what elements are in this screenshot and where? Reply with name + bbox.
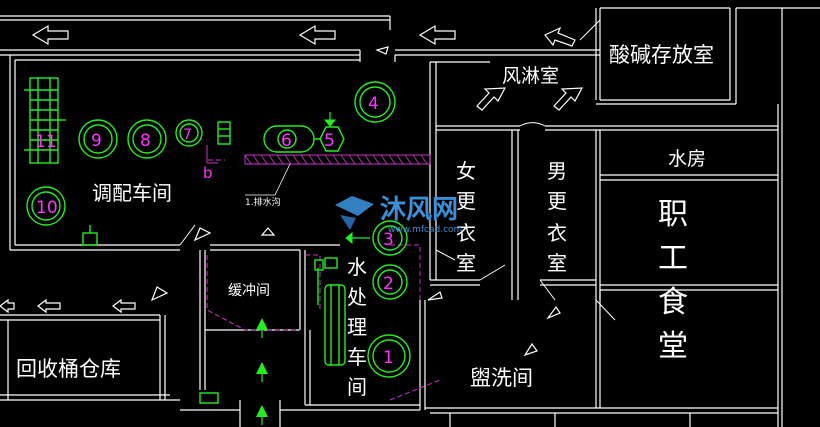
equipment-number-7: 7 [183,127,192,143]
watermark-url: www.mfcad.com [388,225,462,235]
nan-genyi-char: 衣 [547,221,567,245]
green-arrow-1 [256,318,268,330]
room-label-shuichuli: 水 处 理 车 间 [347,255,367,399]
nan-genyi-char: 室 [547,251,567,275]
arrow-small-6 [427,291,443,301]
tank-3 [372,220,408,256]
watermark-logo [335,196,374,230]
green-arrow-2 [256,362,268,374]
marker-b-leader [206,150,218,164]
arrow-up-white [260,227,276,236]
equipment-number-9: 9 [91,131,102,151]
equipment-number-1: 1 [383,348,394,368]
tank-9 [78,119,118,159]
room-label-suanjian: 酸碱存放室 [609,43,714,67]
nan-genyi-char: 更 [547,189,567,213]
zhigong-char: 堂 [658,329,688,364]
arrow-left-5 [37,298,61,314]
watermark: 沐风网 www.mfcad.com [335,195,462,235]
nv-genyi-char: 更 [456,189,476,213]
equipment-number-4: 4 [368,94,379,114]
nv-genyi-char: 衣 [456,221,476,245]
unit-5 [319,126,345,152]
equipment-number-8: 8 [140,131,151,151]
room-label-guanxi: 盥洗间 [470,366,533,390]
room-label-nan-genyi: 男 更 衣 室 [547,159,567,275]
arrow-left-3 [418,24,456,46]
room-label-tiaopei: 调配车间 [92,181,172,205]
nv-genyi-char: 女 [456,159,476,183]
arrow-small-1 [375,46,389,55]
arrow-left-6 [112,298,136,314]
equipment-number-3: 3 [383,230,394,250]
zhigong-char: 工 [658,241,688,276]
room-label-shuifang: 水房 [668,148,706,170]
flow-arrows [0,24,584,357]
tank-7 [175,119,203,147]
arrow-left-4 [0,298,15,314]
arrow-up-right-2 [553,87,584,111]
arrow-small-5 [523,342,538,357]
equipment-number-10: 10 [36,198,58,218]
tank-4 [354,81,396,123]
equipment-number-11: 11 [35,132,57,152]
nv-genyi-char: 室 [456,251,476,275]
zhigong-char: 职 [658,197,688,232]
watermark-main: 沐风网 [380,195,458,225]
equipment-number-2: 2 [383,274,394,294]
arrow-up-right-1 [476,87,507,111]
green-arrow-3 [256,405,268,417]
process-lines [206,145,441,401]
arrow-diag-1 [544,26,576,47]
drain-channel [244,154,431,196]
green-flow-arrows [256,318,268,425]
shuichuli-char: 水 [347,255,367,279]
equipment-11 [24,77,66,164]
tank-10 [26,186,66,226]
doors [179,19,616,321]
zhigong-char: 食 [658,285,688,320]
room-label-nv-genyi: 女 更 衣 室 [456,159,476,275]
arrow-small-4 [546,305,561,320]
marker-b: b [203,164,213,182]
room-label-fenglin: 风淋室 [502,65,559,87]
tank-1 [367,334,411,378]
arrow-small-2 [193,227,212,242]
drain-annotation: 1.排水沟 [245,196,281,208]
arrow-left-2 [298,24,336,46]
equipment-number-5: 5 [324,131,335,151]
tank-8 [127,119,167,159]
arrow-small-3 [150,286,169,302]
arrow-left-1 [31,24,69,46]
room-label-huishou: 回收桶仓库 [16,357,121,381]
shuichuli-char: 间 [347,375,367,399]
room-label-zhigong: 职 工 食 堂 [658,197,688,364]
flow-arrow-left [345,231,370,245]
equipment-number-6: 6 [281,131,292,151]
walls [0,7,820,427]
tank-2 [372,264,408,300]
equipment-numbers: 11 9 8 7 6 5 4 10 3 2 1 [35,94,394,368]
shuichuli-char: 车 [347,345,367,369]
room-label-huanchong: 缓冲间 [228,283,270,299]
equipment [24,77,411,404]
flow-arrow-down [323,112,337,127]
shuichuli-char: 处 [347,285,367,309]
shuichuli-char: 理 [347,315,367,339]
nan-genyi-char: 男 [547,159,567,183]
